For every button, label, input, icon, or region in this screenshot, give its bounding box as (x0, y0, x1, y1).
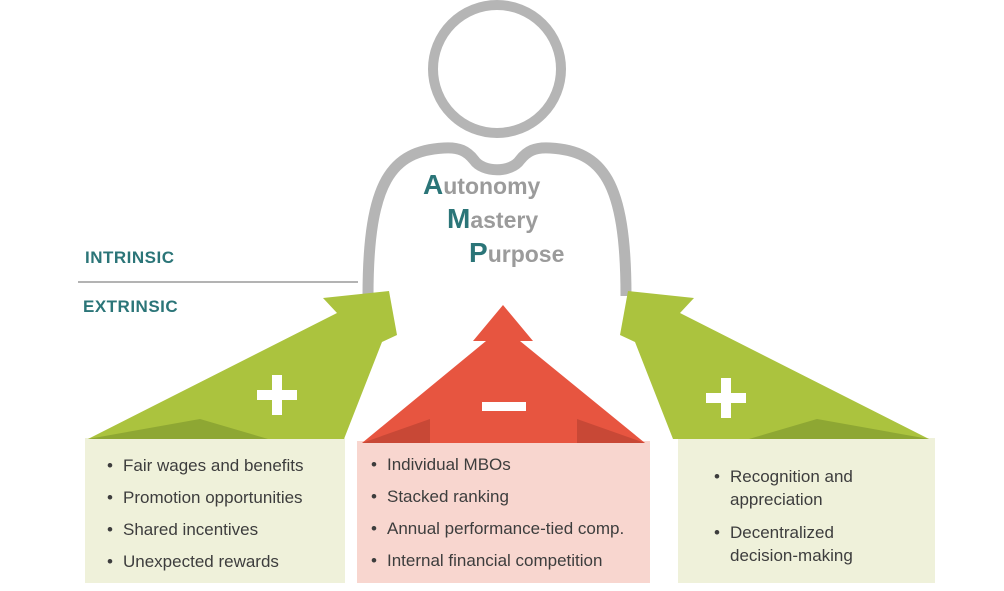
list-item: Recognition and appreciation (712, 465, 902, 511)
extrinsic-label: EXTRINSIC (83, 297, 179, 316)
list-item: Promotion opportunities (105, 486, 337, 509)
autonomy-label: Autonomy (423, 169, 540, 201)
extrinsic-negative-box-middle: Individual MBOs Stacked ranking Annual p… (357, 441, 650, 583)
list-item: Shared incentives (105, 518, 337, 541)
autonomy-initial: A (423, 169, 444, 200)
autonomy-rest: utonomy (443, 173, 541, 199)
right-positive-arrow-shadow (749, 419, 929, 439)
plus-icon (257, 375, 297, 415)
list-item: Internal financial competition (369, 549, 644, 572)
list-item: Annual performance-tied comp. (369, 517, 644, 540)
bullet-list: Fair wages and benefits Promotion opport… (105, 454, 337, 573)
right-positive-arrow (620, 291, 929, 439)
list-item: Unexpected rewards (105, 550, 337, 573)
list-item: Stacked ranking (369, 485, 644, 508)
minus-icon (482, 402, 526, 411)
intrinsic-extrinsic-divider (78, 281, 358, 283)
purpose-rest: urpose (487, 241, 565, 267)
mastery-label: Mastery (447, 203, 538, 235)
bullet-list: Recognition and appreciation Decentraliz… (712, 465, 927, 567)
intrinsic-label: INTRINSIC (85, 248, 175, 267)
mastery-rest: astery (470, 207, 539, 233)
list-item: Individual MBOs (369, 453, 644, 476)
extrinsic-positive-box-right: Recognition and appreciation Decentraliz… (678, 438, 935, 583)
list-item: Fair wages and benefits (105, 454, 337, 477)
middle-negative-arrow (362, 305, 645, 443)
list-item: Decentralized decision-making (712, 521, 902, 567)
middle-negative-arrow-shadow-right (577, 419, 645, 443)
purpose-initial: P (469, 237, 488, 268)
purpose-label: Purpose (469, 237, 564, 269)
bullet-list: Individual MBOs Stacked ranking Annual p… (369, 453, 644, 572)
middle-negative-arrow-shadow-left (362, 419, 430, 443)
extrinsic-positive-box-left: Fair wages and benefits Promotion opport… (85, 438, 345, 583)
left-positive-arrow-shadow (88, 419, 268, 439)
plus-icon (706, 378, 746, 418)
person-head-icon (428, 0, 566, 138)
mastery-initial: M (447, 203, 471, 234)
